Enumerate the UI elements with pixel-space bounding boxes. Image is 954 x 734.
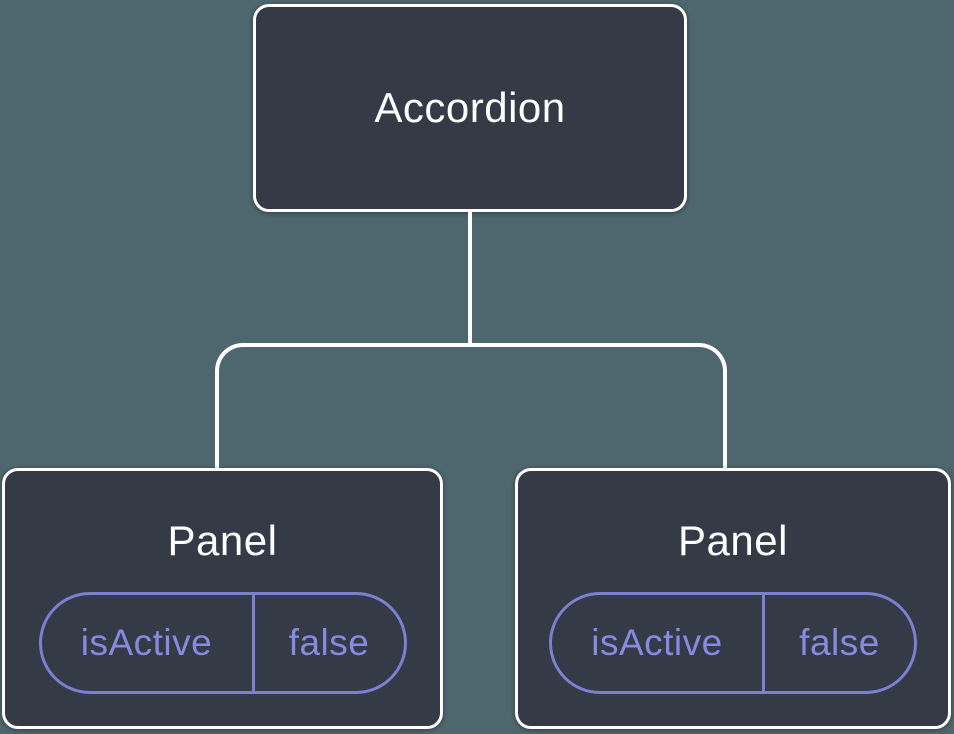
state-value: false <box>762 595 914 691</box>
child-node-panel-2: Panel isActive false <box>515 468 951 729</box>
panel-node-label: Panel <box>678 517 788 564</box>
state-pill: isActive false <box>38 592 407 694</box>
root-node-accordion: Accordion <box>253 4 687 212</box>
connector-stem <box>468 210 472 347</box>
child-node-panel-1: Panel isActive false <box>2 468 443 729</box>
panel-node-label: Panel <box>167 517 278 564</box>
state-pill: isActive false <box>549 592 917 694</box>
state-name: isActive <box>591 622 723 663</box>
root-node-label: Accordion <box>374 84 566 131</box>
connector-branch <box>215 343 727 468</box>
state-value: false <box>251 595 404 691</box>
state-name: isActive <box>80 622 213 663</box>
